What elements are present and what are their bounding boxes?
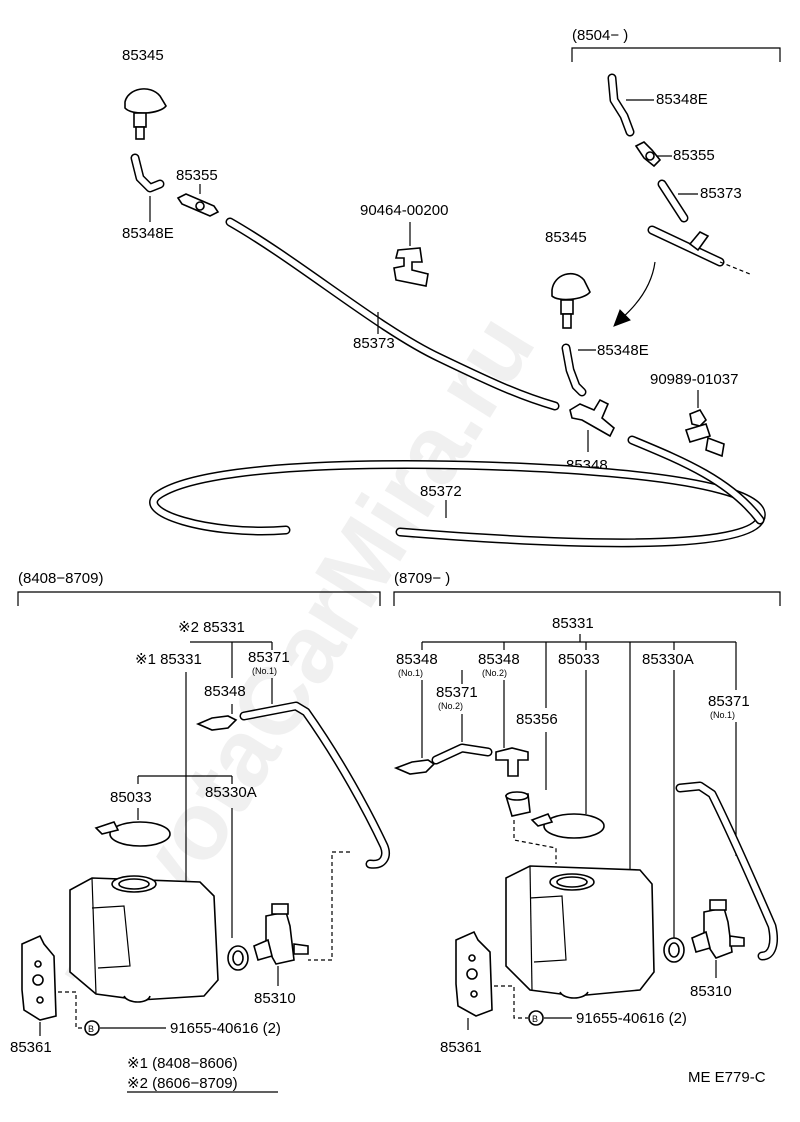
joint-top-right — [647, 225, 751, 275]
nozzle-center — [551, 272, 591, 329]
note-2: ※2 (8606−8709) — [127, 1075, 238, 1092]
elbow-top-right — [607, 73, 635, 137]
label-jar2-left: ※2 85331 — [178, 619, 245, 636]
label-85371-no2-right: 85371 — [436, 684, 478, 701]
drawing-code: ME E779-C — [688, 1069, 766, 1086]
label-85033-left: 85033 — [110, 789, 152, 806]
label-85371-left: 85371 — [248, 649, 290, 666]
right-tank-section: (8709− ) — [393, 570, 781, 606]
label-90464-00200: 90464-00200 — [360, 202, 448, 219]
label-jar1-left: ※1 85331 — [135, 651, 202, 668]
cap-right — [530, 812, 605, 839]
label-91655-left: 91655-40616 (2) — [170, 1020, 281, 1037]
bolt-marker-left-letter: B — [88, 1024, 94, 1034]
label-90989-01037: 90989-01037 — [650, 371, 738, 388]
arrow-indicator — [613, 261, 656, 327]
label-85371-no2-right-sub: (No.2) — [438, 701, 463, 711]
label-85331-right: 85331 — [552, 615, 594, 632]
clamp-90464 — [393, 247, 429, 287]
label-85330A-right: 85330A — [642, 651, 694, 668]
right-tank-label: (8709− ) — [394, 570, 450, 587]
label-85033-right: 85033 — [558, 651, 600, 668]
label-85355-top-right: 85355 — [673, 147, 715, 164]
label-85361-right: 85361 — [440, 1039, 482, 1056]
label-85356-right: 85356 — [516, 711, 558, 728]
label-91655-right: 91655-40616 (2) — [576, 1010, 687, 1027]
motor-right — [691, 899, 745, 959]
label-85348E-center: 85348E — [597, 342, 649, 359]
label-85371-left-sub: (No.1) — [252, 666, 277, 676]
label-85345-top-left: 85345 — [122, 47, 164, 64]
hose-85371-no1-right — [675, 781, 779, 961]
hose-85373-long — [225, 217, 560, 411]
label-85373-center: 85373 — [353, 335, 395, 352]
joint-no1-right — [393, 759, 436, 775]
hose-85371-left — [239, 701, 390, 869]
label-85371-no1-right: 85371 — [708, 693, 750, 710]
label-85348-left: 85348 — [204, 683, 246, 700]
grommet-right — [663, 937, 685, 963]
label-85371-no1-right-sub: (No.1) — [710, 710, 735, 720]
label-85330A-left: 85330A — [205, 784, 257, 801]
tank-left — [69, 875, 219, 1003]
nozzle-top-left — [124, 88, 167, 140]
bolt-marker-left: B — [84, 1020, 100, 1036]
label-85348E-top-right: 85348E — [656, 91, 708, 108]
label-85373-top-right: 85373 — [700, 185, 742, 202]
label-85310-left: 85310 — [254, 990, 296, 1007]
valve-top-right — [634, 141, 662, 168]
label-85348-no1-right-sub: (No.1) — [398, 668, 423, 678]
left-tank-label: (8408−8709) — [18, 570, 104, 587]
label-85348-no2-right: 85348 — [478, 651, 520, 668]
bracket-left — [21, 934, 57, 1021]
bolt-marker-right-letter: B — [532, 1014, 538, 1024]
motor-left — [253, 903, 309, 965]
label-85348E-top-left: 85348E — [122, 225, 174, 242]
bolt-marker-right: B — [528, 1010, 544, 1026]
top-variant-section: (8504− ) — [571, 27, 781, 62]
grommet-85356 — [504, 791, 531, 817]
joint-left — [195, 715, 238, 731]
label-85361-left: 85361 — [10, 1039, 52, 1056]
joint-no2-right — [495, 747, 529, 777]
elbow-center — [561, 343, 587, 397]
left-tank-section: (8408−8709) — [17, 570, 381, 606]
label-85355-top-left: 85355 — [176, 167, 218, 184]
hose-85372-loop — [149, 435, 766, 548]
label-85348-no1-right: 85348 — [396, 651, 438, 668]
hose-85371-no2-right — [431, 743, 493, 765]
clip-90989 — [684, 409, 725, 458]
grommet-left — [227, 945, 249, 971]
label-85345-center: 85345 — [545, 229, 587, 246]
label-85372: 85372 — [420, 483, 462, 500]
elbow-top-left — [130, 153, 165, 193]
cap-left — [94, 821, 171, 847]
valve-top-left — [176, 193, 220, 217]
label-85310-right: 85310 — [690, 983, 732, 1000]
tank-right — [505, 865, 655, 999]
note-1: ※1 (8408−8606) — [127, 1055, 238, 1072]
hose-85373-short — [657, 179, 689, 223]
label-85348-no2-right-sub: (No.2) — [482, 668, 507, 678]
bracket-right — [455, 930, 493, 1017]
top-variant-label: (8504− ) — [572, 27, 628, 44]
joint-center — [569, 398, 615, 438]
